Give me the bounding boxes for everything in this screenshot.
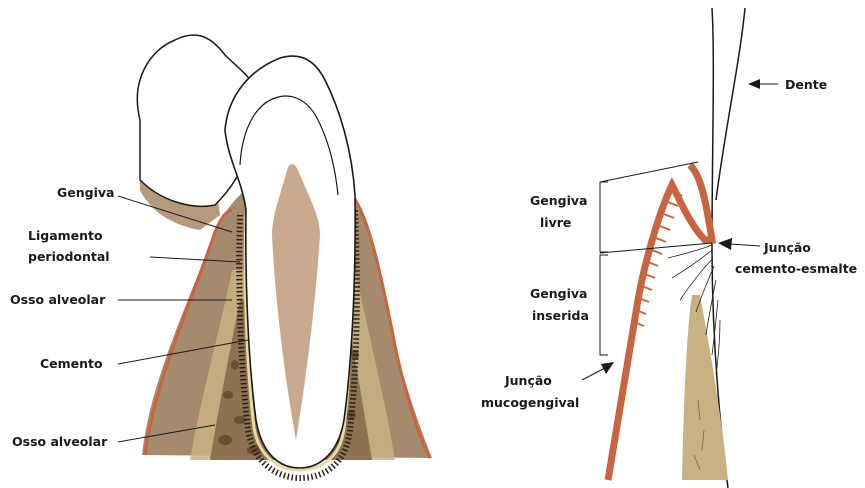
bracket-gengiva-livre [600,182,608,252]
label-osso-alveolar-top: Osso alveolar [10,292,106,307]
left-tooth-cross-section: Gengiva Ligamento periodontal Osso alveo… [10,35,432,478]
label-gengiva-inserida-2: inserida [532,308,589,323]
label-juncao-ce-2: cemento-esmalte [735,261,857,276]
label-juncao-mg-2: mucogengival [481,395,579,410]
label-gengiva-livre-1: Gengiva [530,193,587,208]
label-juncao-mg-1: Junção [504,373,552,388]
tooth-inner-surface [716,8,745,200]
label-gengiva-livre-2: livre [540,215,571,230]
label-juncao-ce-1: Junção [763,240,811,255]
arrow-juncao-mg [582,362,614,380]
label-ligamento-2: periodontal [28,249,110,264]
label-osso-alveolar-bottom: Osso alveolar [12,434,108,449]
label-dente: Dente [785,77,827,92]
alveolar-bone-crest [682,295,728,480]
free-gingiva-top-line [600,162,698,182]
arrow-juncao-ce [718,238,760,250]
arrow-dente [748,79,778,89]
label-gengiva: Gengiva [57,185,114,200]
bracket-gengiva-inserida [600,255,608,355]
label-ligamento-1: Ligamento [28,228,103,243]
label-gengiva-inserida-1: Gengiva [530,286,587,301]
right-gingiva-detail: Dente Gengiva livre Gengiva inserida Jun… [481,8,857,488]
label-cemento: Cemento [40,356,103,371]
